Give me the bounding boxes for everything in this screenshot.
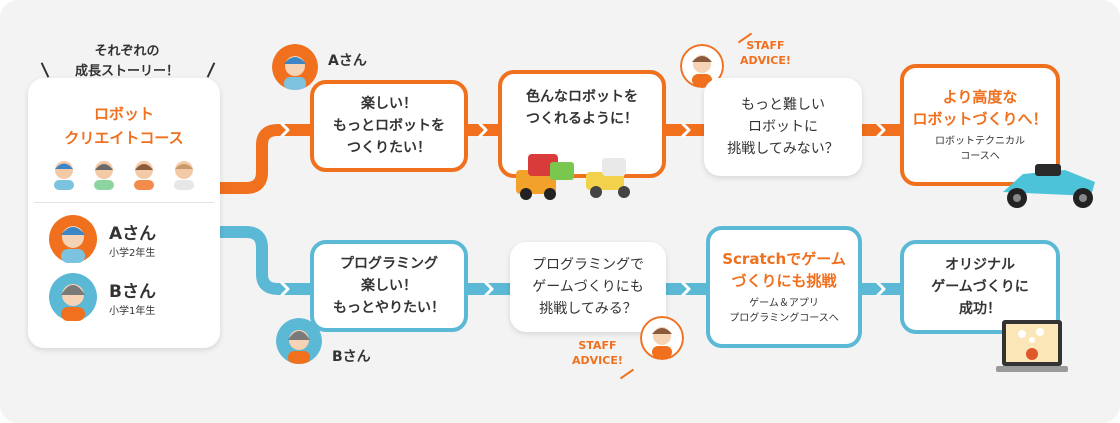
a-step-1-text: 楽しい！ もっとロボットを つくりたい！ bbox=[333, 96, 445, 156]
chevron-right-icon bbox=[280, 281, 290, 297]
a-step-2-text: 色んなロボットを つくれるように！ bbox=[526, 89, 638, 127]
student-b-row: Bさん 小学1年生 bbox=[49, 273, 199, 321]
a-step-4-title: より高度な ロボットづくりへ！ bbox=[912, 88, 1048, 128]
b-staff-avatar bbox=[640, 316, 684, 360]
course-title: ロボット クリエイトコース bbox=[64, 105, 184, 147]
a-step-4-card: より高度な ロボットづくりへ！ ロボットテクニカル コースへ bbox=[900, 64, 1060, 186]
chevron-right-icon bbox=[681, 122, 691, 138]
student-a-name: Aさん bbox=[109, 224, 157, 244]
b-step-3-sub: ゲーム＆アプリ プログラミングコースへ bbox=[729, 298, 839, 324]
chevron-right-icon bbox=[681, 281, 691, 297]
b-step-2-text: プログラミングで ゲームづくりにも 挑戦してみる？ bbox=[532, 257, 644, 317]
student-a-grade: 小学2年生 bbox=[109, 248, 156, 259]
b-path-label: Bさん bbox=[332, 349, 371, 365]
a-step-4-sub: ロボットテクニカル コースへ bbox=[935, 136, 1025, 162]
a-staff-avatar bbox=[680, 44, 724, 88]
chevron-right-icon bbox=[280, 122, 290, 138]
student-avatars bbox=[48, 158, 200, 190]
story-heading: それぞれの 成長ストーリー！ bbox=[74, 44, 179, 79]
a-path-label: Aさん bbox=[328, 53, 367, 69]
student-icon bbox=[134, 161, 154, 190]
chevron-right-icon bbox=[876, 122, 886, 138]
panel-divider bbox=[34, 202, 214, 203]
robot-car-image bbox=[1003, 164, 1095, 208]
a-staff-advice: STAFF ADVICE! bbox=[740, 39, 791, 67]
student-b-grade: 小学1年生 bbox=[109, 306, 156, 317]
a-path-avatar bbox=[272, 44, 318, 90]
a-step-2-card: 色んなロボットを つくれるように！ bbox=[498, 70, 666, 178]
b-path-avatar bbox=[276, 318, 322, 364]
chevron-right-icon bbox=[876, 281, 886, 297]
a-step-3-text: もっと難しい ロボットに 挑戦してみない？ bbox=[727, 97, 839, 157]
a-step-1-card: 楽しい！ もっとロボットを つくりたい！ bbox=[310, 80, 468, 172]
b-step-1-card: プログラミング 楽しい！ もっとやりたい！ bbox=[310, 240, 468, 332]
b-step-4-card: オリジナル ゲームづくりに 成功！ bbox=[900, 240, 1060, 334]
chevron-right-icon bbox=[478, 122, 488, 138]
student-b-name: Bさん bbox=[109, 282, 156, 302]
course-panel: ロボット クリエイトコース Aさん 小学2年生 Bさん 小学1年生 bbox=[28, 78, 220, 348]
laptop-game-image bbox=[996, 320, 1068, 372]
b-step-3-card: Scratchでゲーム づくりにも挑戦 ゲーム＆アプリ プログラミングコースへ bbox=[706, 226, 862, 348]
b-step-4-text: オリジナル ゲームづくりに 成功！ bbox=[931, 257, 1029, 317]
b-staff-advice: STAFF ADVICE! bbox=[572, 339, 623, 367]
student-icon bbox=[174, 161, 194, 190]
b-step-3-title: Scratchでゲーム づくりにも挑戦 bbox=[722, 250, 846, 290]
student-icon bbox=[54, 161, 74, 190]
chevron-right-icon bbox=[484, 281, 494, 297]
student-icon bbox=[94, 161, 114, 190]
student-a-row: Aさん 小学2年生 bbox=[49, 215, 199, 263]
b-step-1-text: プログラミング 楽しい！ もっとやりたい！ bbox=[333, 256, 445, 316]
student-b-avatar bbox=[49, 273, 97, 321]
robot-kit-image bbox=[516, 154, 630, 200]
a-step-3-card: もっと難しい ロボットに 挑戦してみない？ bbox=[704, 78, 862, 176]
student-a-avatar bbox=[49, 215, 97, 263]
b-step-2-card: プログラミングで ゲームづくりにも 挑戦してみる？ bbox=[510, 242, 666, 332]
